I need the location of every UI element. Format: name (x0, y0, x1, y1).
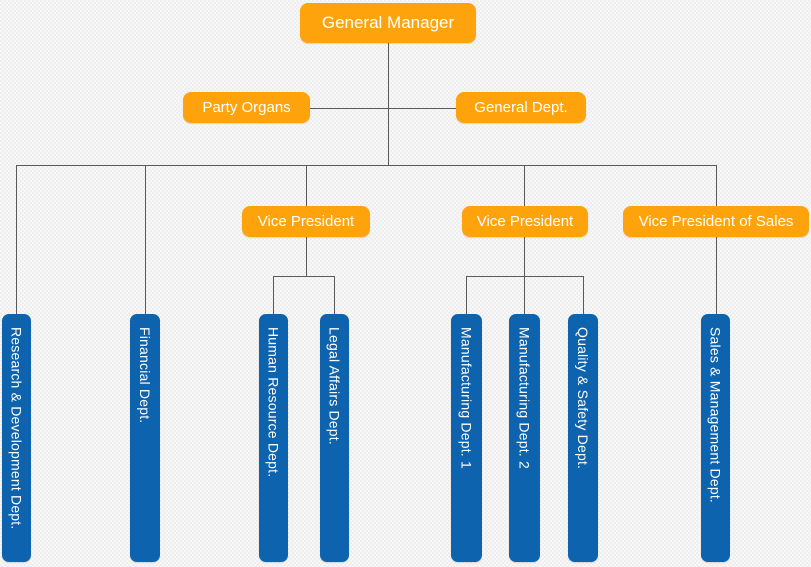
org-node-financial-dept[interactable]: Financial Dept. (130, 314, 160, 562)
dept-label: Manufacturing Dept. 2 (516, 327, 533, 469)
org-node-vice-president-2[interactable]: Vice President (462, 206, 588, 237)
connector-line (16, 165, 17, 314)
org-node-manufacturing-dept-1[interactable]: Manufacturing Dept. 1 (451, 314, 482, 562)
org-node-human-resource-dept[interactable]: Human Resource Dept. (259, 314, 288, 562)
dept-label: Sales & Management Dept. (707, 327, 724, 504)
org-node-research-development-dept[interactable]: Research & Development Dept. (2, 314, 31, 562)
connector-line (716, 237, 717, 314)
dept-label: Quality & Safety Dept. (575, 327, 591, 470)
connector-line (388, 43, 389, 166)
org-node-general-dept[interactable]: General Dept. (456, 92, 586, 123)
connector-line (273, 276, 335, 277)
org-node-general-manager[interactable]: General Manager (300, 3, 476, 43)
dept-label: Manufacturing Dept. 1 (458, 327, 475, 469)
connector-line (306, 165, 307, 206)
connector-line (466, 276, 467, 314)
connector-line (524, 276, 525, 314)
connector-line (306, 237, 307, 277)
connector-line (16, 165, 717, 166)
org-node-quality-safety-dept[interactable]: Quality & Safety Dept. (568, 314, 598, 562)
dept-label: Financial Dept. (137, 327, 153, 424)
connector-line (334, 276, 335, 314)
connector-line (716, 165, 717, 206)
org-node-vice-president-1[interactable]: Vice President (242, 206, 370, 237)
dept-label: Legal Affairs Dept. (326, 327, 343, 445)
org-node-sales-management-dept[interactable]: Sales & Management Dept. (701, 314, 730, 562)
dept-label: Research & Development Dept. (8, 327, 25, 530)
org-node-party-organs[interactable]: Party Organs (183, 92, 310, 123)
connector-line (466, 276, 584, 277)
org-node-manufacturing-dept-2[interactable]: Manufacturing Dept. 2 (509, 314, 540, 562)
connector-line (524, 237, 525, 277)
dept-label: Human Resource Dept. (265, 327, 282, 478)
connector-line (524, 165, 525, 206)
connector-line (310, 108, 456, 109)
connector-line (583, 276, 584, 314)
org-node-vice-president-of-sales[interactable]: Vice President of Sales (623, 206, 809, 237)
org-node-legal-affairs-dept[interactable]: Legal Affairs Dept. (320, 314, 349, 562)
connector-line (273, 276, 274, 314)
connector-line (145, 165, 146, 314)
